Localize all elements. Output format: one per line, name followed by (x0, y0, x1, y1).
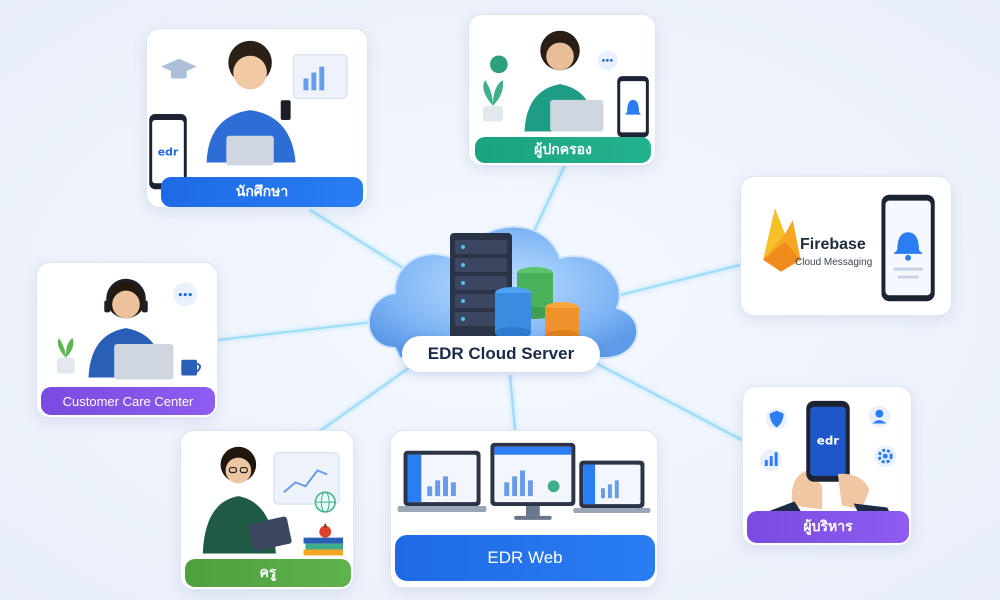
firebase-illustration (763, 194, 935, 302)
svg-text:edr: edr (158, 146, 179, 159)
chat-bubble-icon (597, 50, 618, 71)
headset-icon (104, 279, 148, 313)
connector-firebase (599, 263, 741, 302)
firebase-flame-icon (763, 208, 801, 272)
parent-illustration (483, 30, 649, 138)
bell-icon (625, 99, 641, 115)
server-label: EDR Cloud Server (402, 336, 600, 372)
firebase-subtitle: Cloud Messaging (795, 257, 873, 268)
chat-bubble-icon (173, 282, 198, 307)
web-illustration (397, 442, 651, 520)
executive-label: ผู้บริหาร (747, 511, 909, 543)
parent-label: ผู้ปกครอง (475, 137, 651, 163)
care-illustration (56, 278, 202, 380)
firebase-card[interactable] (740, 176, 952, 316)
connector-executive (589, 359, 743, 441)
coffee-mug-icon (181, 359, 202, 376)
bar-chart-icon (303, 66, 325, 91)
teacher-card[interactable]: ครู (180, 430, 354, 590)
connector-care (217, 318, 391, 342)
parent-card[interactable]: ผู้ปกครอง (468, 14, 656, 166)
teacher-illustration (202, 446, 344, 556)
connector-web (508, 374, 517, 431)
user-icon (868, 405, 891, 428)
bar-chart-icon (759, 449, 782, 471)
svg-text:edr: edr (817, 433, 840, 447)
gear-icon (874, 445, 897, 467)
bell-icon (893, 232, 923, 261)
shield-icon (765, 407, 788, 430)
laptop-right (573, 460, 651, 513)
graduation-cap-icon (161, 58, 197, 79)
executive-illustration: edr (759, 400, 897, 516)
firebase-title: Firebase (800, 236, 866, 253)
web-card[interactable]: EDR Web (390, 430, 658, 588)
laptop-left (397, 450, 487, 512)
executive-card[interactable]: edr ผู้บริหาร (742, 386, 912, 546)
teacher-label: ครู (185, 559, 351, 587)
student-illustration: edr (149, 40, 348, 190)
student-card[interactable]: edr นักศึกษา (146, 28, 368, 208)
connector-parent (529, 164, 566, 241)
edr-phone-illustration: edr (149, 114, 187, 190)
monitor-center (490, 442, 576, 520)
apple-icon (319, 523, 332, 538)
care-label: Customer Care Center (41, 387, 215, 415)
plant-icon (483, 55, 508, 122)
cloud-server-illustration (367, 225, 639, 359)
web-label: EDR Web (395, 535, 655, 581)
books-icon (303, 537, 344, 556)
globe-icon (314, 491, 336, 513)
care-card[interactable]: Customer Care Center (36, 262, 218, 418)
student-label: นักศึกษา (161, 177, 363, 207)
plant-icon (56, 338, 75, 374)
